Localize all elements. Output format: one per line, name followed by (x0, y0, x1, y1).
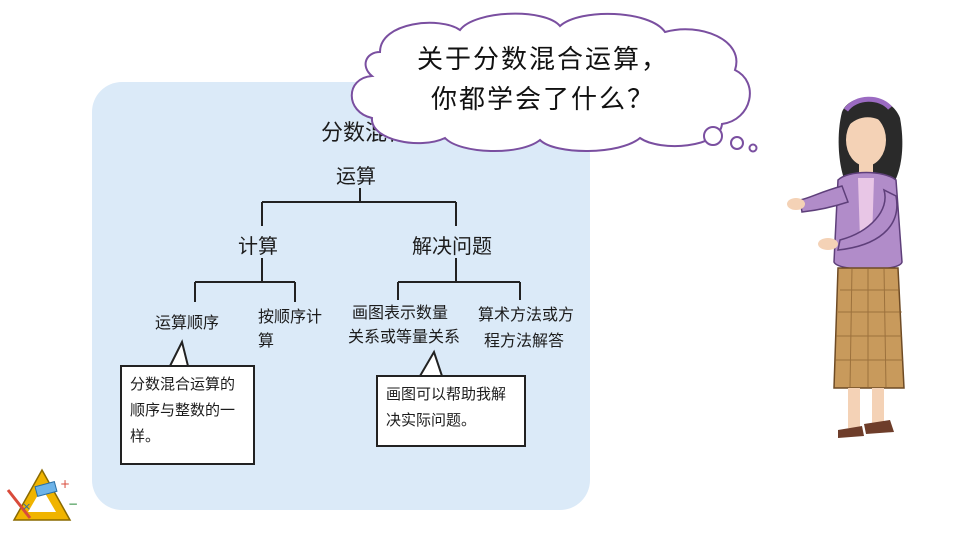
svg-text:×: × (22, 500, 31, 513)
svg-text:−: − (68, 497, 78, 511)
svg-text:+: + (60, 477, 70, 491)
